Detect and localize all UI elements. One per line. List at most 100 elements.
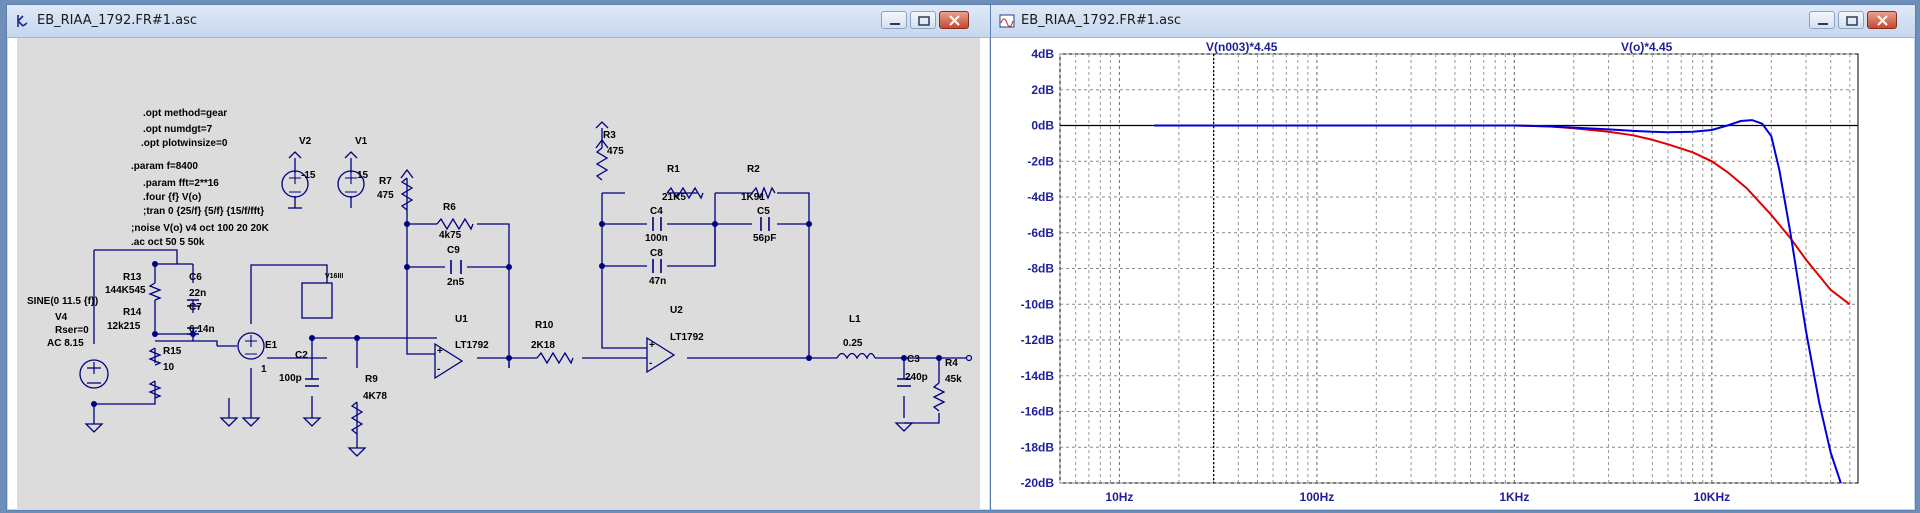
label-l1-val: 0.25 [843,338,863,349]
label-r4: R4 [945,358,958,369]
label-c3: C3 [907,354,920,365]
resistor-r10 [536,351,574,365]
directive-8[interactable]: .ac oct 50 5 50k [131,237,205,248]
label-v4-rser: Rser=0 [55,325,89,336]
plot-traces [1154,54,1851,484]
label-v1: V1 [355,136,368,147]
plot-canvas[interactable]: 4dB2dB0dB-2dB-4dB-6dB-8dB-10dB-12dB-14dB… [991,38,1913,508]
label-c7: C7 [189,302,202,313]
plot-restore-button[interactable] [1838,11,1864,29]
u2-minus: - [649,358,652,369]
capacitor-c6 [187,299,199,307]
directive-2[interactable]: .opt plotwinsize=0 [141,138,228,149]
label-r4-val: 45k [945,374,962,385]
label-r9-val: 4K78 [363,391,387,402]
label-e1-val: 1 [261,364,267,375]
y-tick-label: -14dB [1021,369,1055,383]
label-c6-val: 22n [189,288,206,299]
opamp-u1 [434,342,464,380]
trace-label-vn003[interactable]: V(n003)*4.45 [1206,40,1278,54]
minimize-button[interactable] [881,11,907,29]
directive-6[interactable]: ;tran 0 {25/f} {5/f} {15/f/fft} [143,206,264,217]
label-v4: V4 [55,312,68,323]
label-c2-val: 100p [279,373,302,384]
resistor-r6 [436,217,474,231]
spice-directives[interactable]: .opt method=gear .opt numdgt=7 .opt plot… [131,108,270,248]
label-r15-val: 10 [163,362,175,373]
restore-button[interactable] [910,11,936,29]
close-icon [1877,15,1888,26]
directive-1[interactable]: .opt numdgt=7 [143,124,213,135]
component-labels: V2 -15 V1 15 R7 475 R6 4k75 C9 2n5 R3 47… [27,130,962,402]
trace-label-vo[interactable]: V(o)*4.45 [1621,40,1673,54]
plot-minimize-button[interactable] [1809,11,1835,29]
label-c5-val: 56pF [753,233,776,244]
label-u2: U2 [670,305,683,316]
directive-5[interactable]: .four {f} V(o) [143,192,201,203]
directive-7[interactable]: ;noise V(o) v4 oct 100 20 20K [131,223,270,234]
waveform-viewer-icon [999,14,1015,28]
opamp-u2 [646,336,676,374]
waveform-window-title: EB_RIAA_1792.FR#1.asc [1021,13,1182,28]
capacitor-c8 [652,259,662,273]
label-c8: C8 [650,248,663,259]
y-tick-label: 4dB [1031,47,1054,61]
label-r2: R2 [747,164,760,175]
vcvs-e1 [237,332,265,360]
voltage-source-v4 [79,359,109,389]
label-r10-val: 2K18 [531,340,555,351]
y-tick-label: -6dB [1027,226,1054,240]
label-c8-val: 47n [649,276,666,287]
y-tick-label: -16dB [1021,405,1055,419]
block-v16 [301,282,333,319]
label-r3: R3 [603,130,616,141]
y-axis-ticks: 4dB2dB0dB-2dB-4dB-6dB-8dB-10dB-12dB-14dB… [1021,47,1055,490]
waveform-titlebar[interactable]: EB_RIAA_1792.FR#1.asc [991,5,1915,38]
label-r14: R14 [123,307,142,318]
inductor-l1 [836,352,876,360]
label-r13: R13 [123,272,142,283]
label-v2: V2 [299,136,312,147]
capacitor-c4 [652,217,662,231]
y-tick-label: -20dB [1021,476,1055,490]
capacitor-c2 [305,378,319,387]
resistor-r7 [400,177,414,211]
schematic-titlebar[interactable]: EB_RIAA_1792.FR#1.asc [7,5,990,38]
directive-0[interactable]: .opt method=gear [143,108,227,119]
capacitor-c3 [897,378,911,387]
label-c5: C5 [757,206,770,217]
resistor-r14 [148,347,162,366]
label-r6: R6 [443,202,456,213]
label-c4-val: 100n [645,233,668,244]
schematic-window[interactable]: EB_RIAA_1792.FR#1.asc [6,4,991,511]
plot-grid [1059,53,1858,484]
y-tick-label: -8dB [1027,262,1054,276]
directive-4[interactable]: .param fft=2**16 [143,178,219,189]
label-r1: R1 [667,164,680,175]
close-icon [949,15,960,26]
schematic-canvas[interactable]: .opt method=gear .opt numdgt=7 .opt plot… [7,38,990,510]
label-u2-model: LT1792 [670,332,704,343]
schematic-components [79,121,973,457]
close-button[interactable] [939,11,969,29]
y-tick-label: -18dB [1021,440,1055,454]
label-r15: R15 [163,346,182,357]
label-r2-val: 1K91 [741,192,765,203]
label-c6: C6 [189,272,202,283]
label-r14-val: 12k215 [107,321,141,332]
minimize-icon [1818,23,1828,25]
label-e1: E1 [265,340,278,351]
x-tick-label: 100Hz [1300,490,1335,504]
label-c4: C4 [650,206,663,217]
trace-line-1 [1154,119,1842,484]
label-r1-val: 21K5 [662,192,686,203]
voltage-source-v1 [337,170,365,198]
schematic-window-title: EB_RIAA_1792.FR#1.asc [37,13,198,28]
label-c2: C2 [295,350,308,361]
label-c3-val: 240p [905,372,928,383]
resistor-r3 [595,147,609,181]
plot-close-button[interactable] [1867,11,1897,29]
directive-3[interactable]: .param f=8400 [131,161,198,172]
label-c9-val: 2n5 [447,277,465,288]
